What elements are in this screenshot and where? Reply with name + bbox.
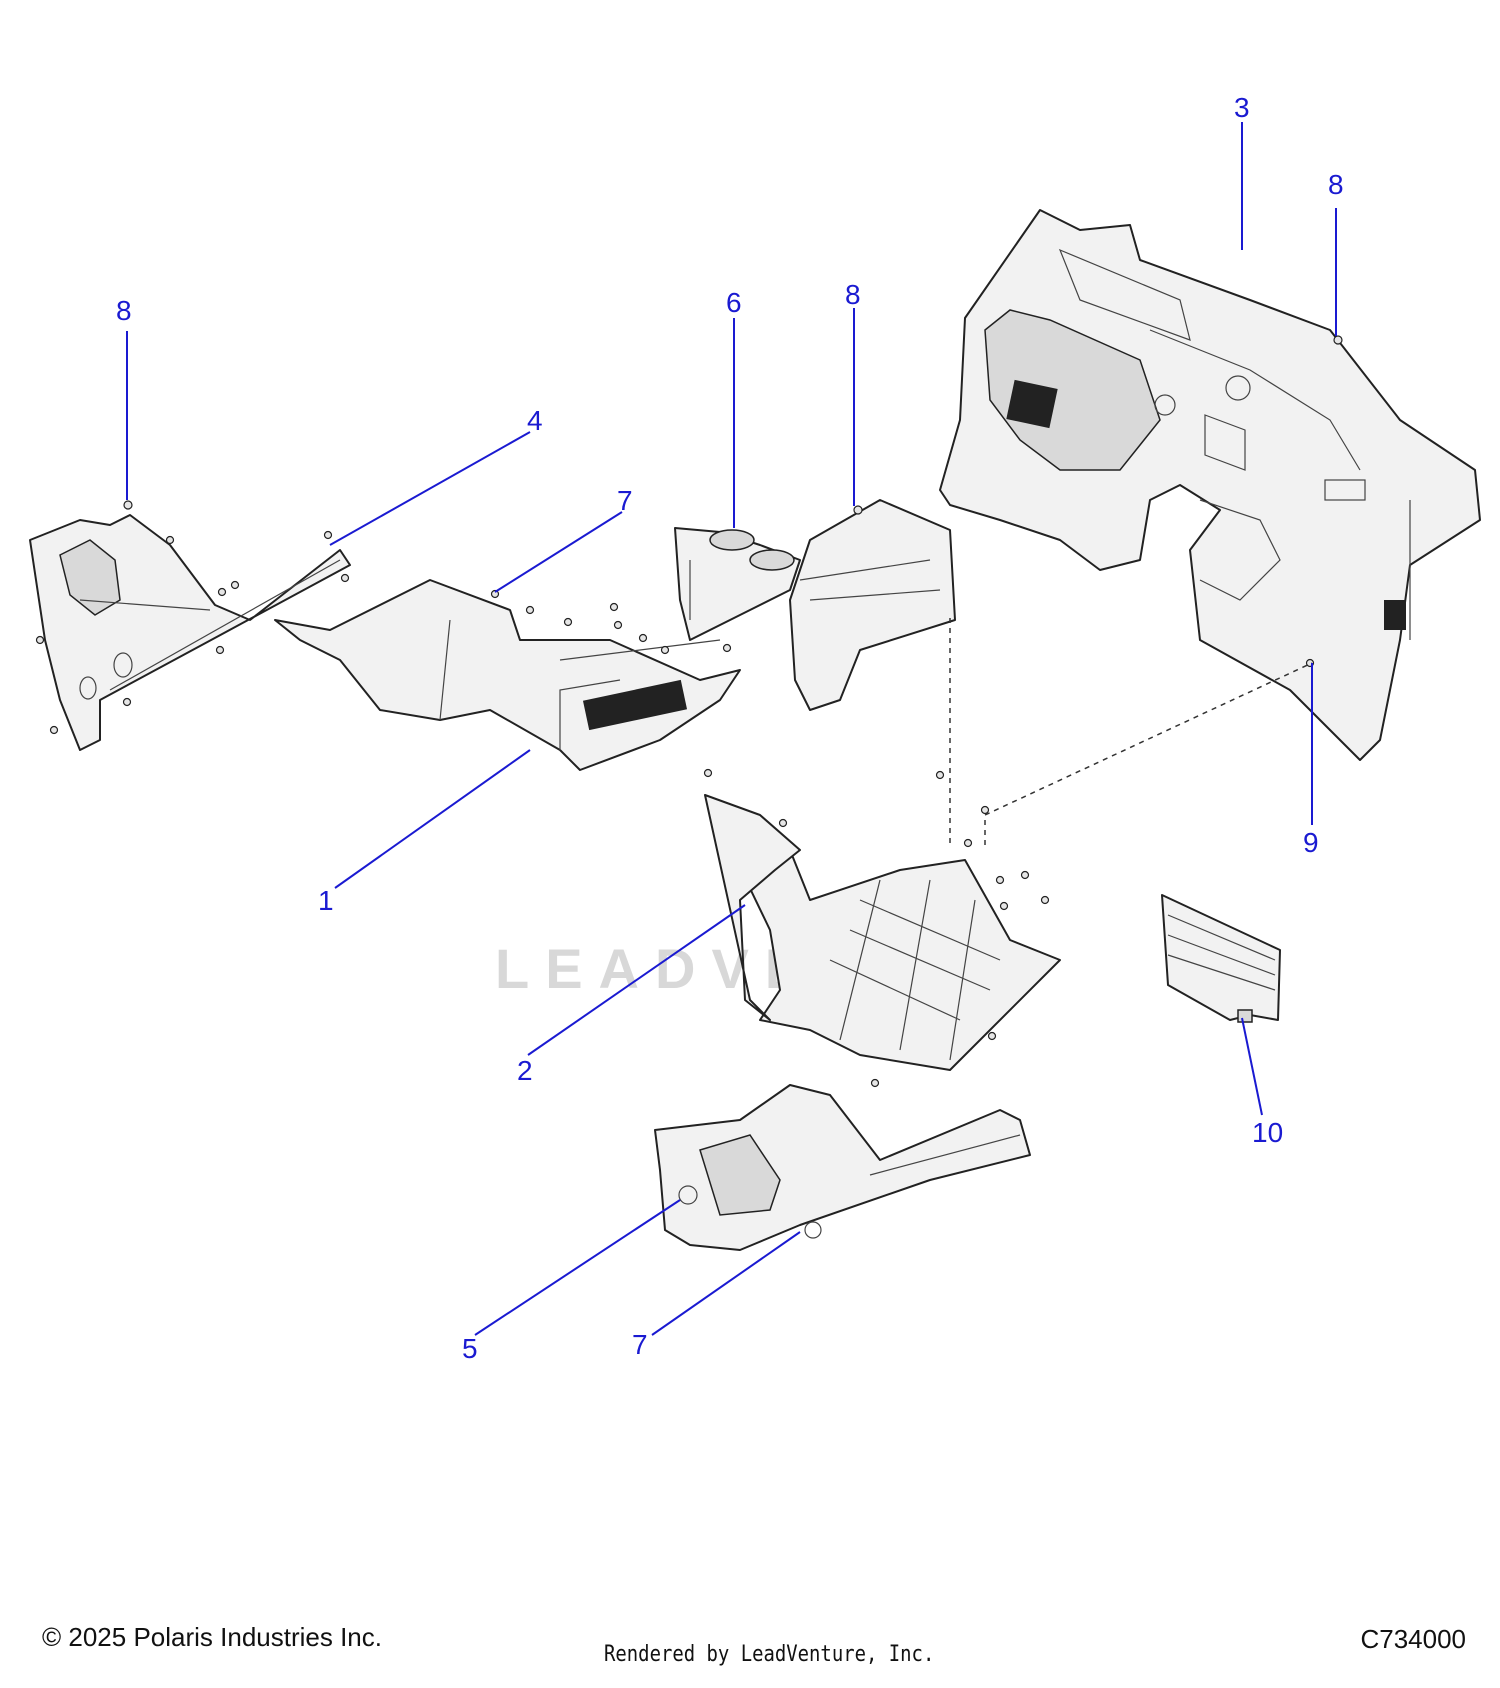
diagram-code: C734000 bbox=[1360, 1624, 1466, 1654]
callout-10: 10 bbox=[1252, 1117, 1283, 1148]
part-left-rocker[interactable] bbox=[29, 514, 351, 751]
callout-1: 1 bbox=[318, 885, 334, 916]
part-rear-panel[interactable] bbox=[939, 209, 1481, 761]
callout-7-bottom: 7 bbox=[632, 1329, 648, 1360]
part-front-floor[interactable] bbox=[274, 579, 741, 771]
callout-2: 2 bbox=[517, 1055, 533, 1086]
callout-leaders bbox=[126, 122, 1337, 1336]
callout-labels: 8 4 7 6 8 3 8 9 1 2 10 5 7 bbox=[116, 92, 1344, 1364]
footer-rendered-by: Rendered by LeadVenture, Inc. bbox=[604, 1642, 935, 1667]
callout-8-right: 8 bbox=[1328, 169, 1344, 200]
part-rear-floor[interactable] bbox=[704, 794, 1061, 1071]
assembly-line-right bbox=[984, 662, 1313, 845]
callout-7-top: 7 bbox=[617, 485, 633, 516]
callout-6: 6 bbox=[726, 287, 742, 318]
callout-8-center: 8 bbox=[845, 279, 861, 310]
part-center-step[interactable] bbox=[789, 499, 956, 711]
footer-copyright: © 2025 Polaris Industries Inc. bbox=[42, 1622, 382, 1652]
part-right-rocker[interactable] bbox=[654, 1084, 1031, 1251]
callout-4: 4 bbox=[527, 405, 543, 436]
callout-8-left: 8 bbox=[116, 295, 132, 326]
callout-3: 3 bbox=[1234, 92, 1250, 123]
part-center-console[interactable] bbox=[674, 527, 801, 641]
fasteners bbox=[35, 335, 1343, 1088]
part-heat-shield[interactable] bbox=[1161, 894, 1281, 1023]
callout-5: 5 bbox=[462, 1333, 478, 1364]
callout-9: 9 bbox=[1303, 827, 1319, 858]
